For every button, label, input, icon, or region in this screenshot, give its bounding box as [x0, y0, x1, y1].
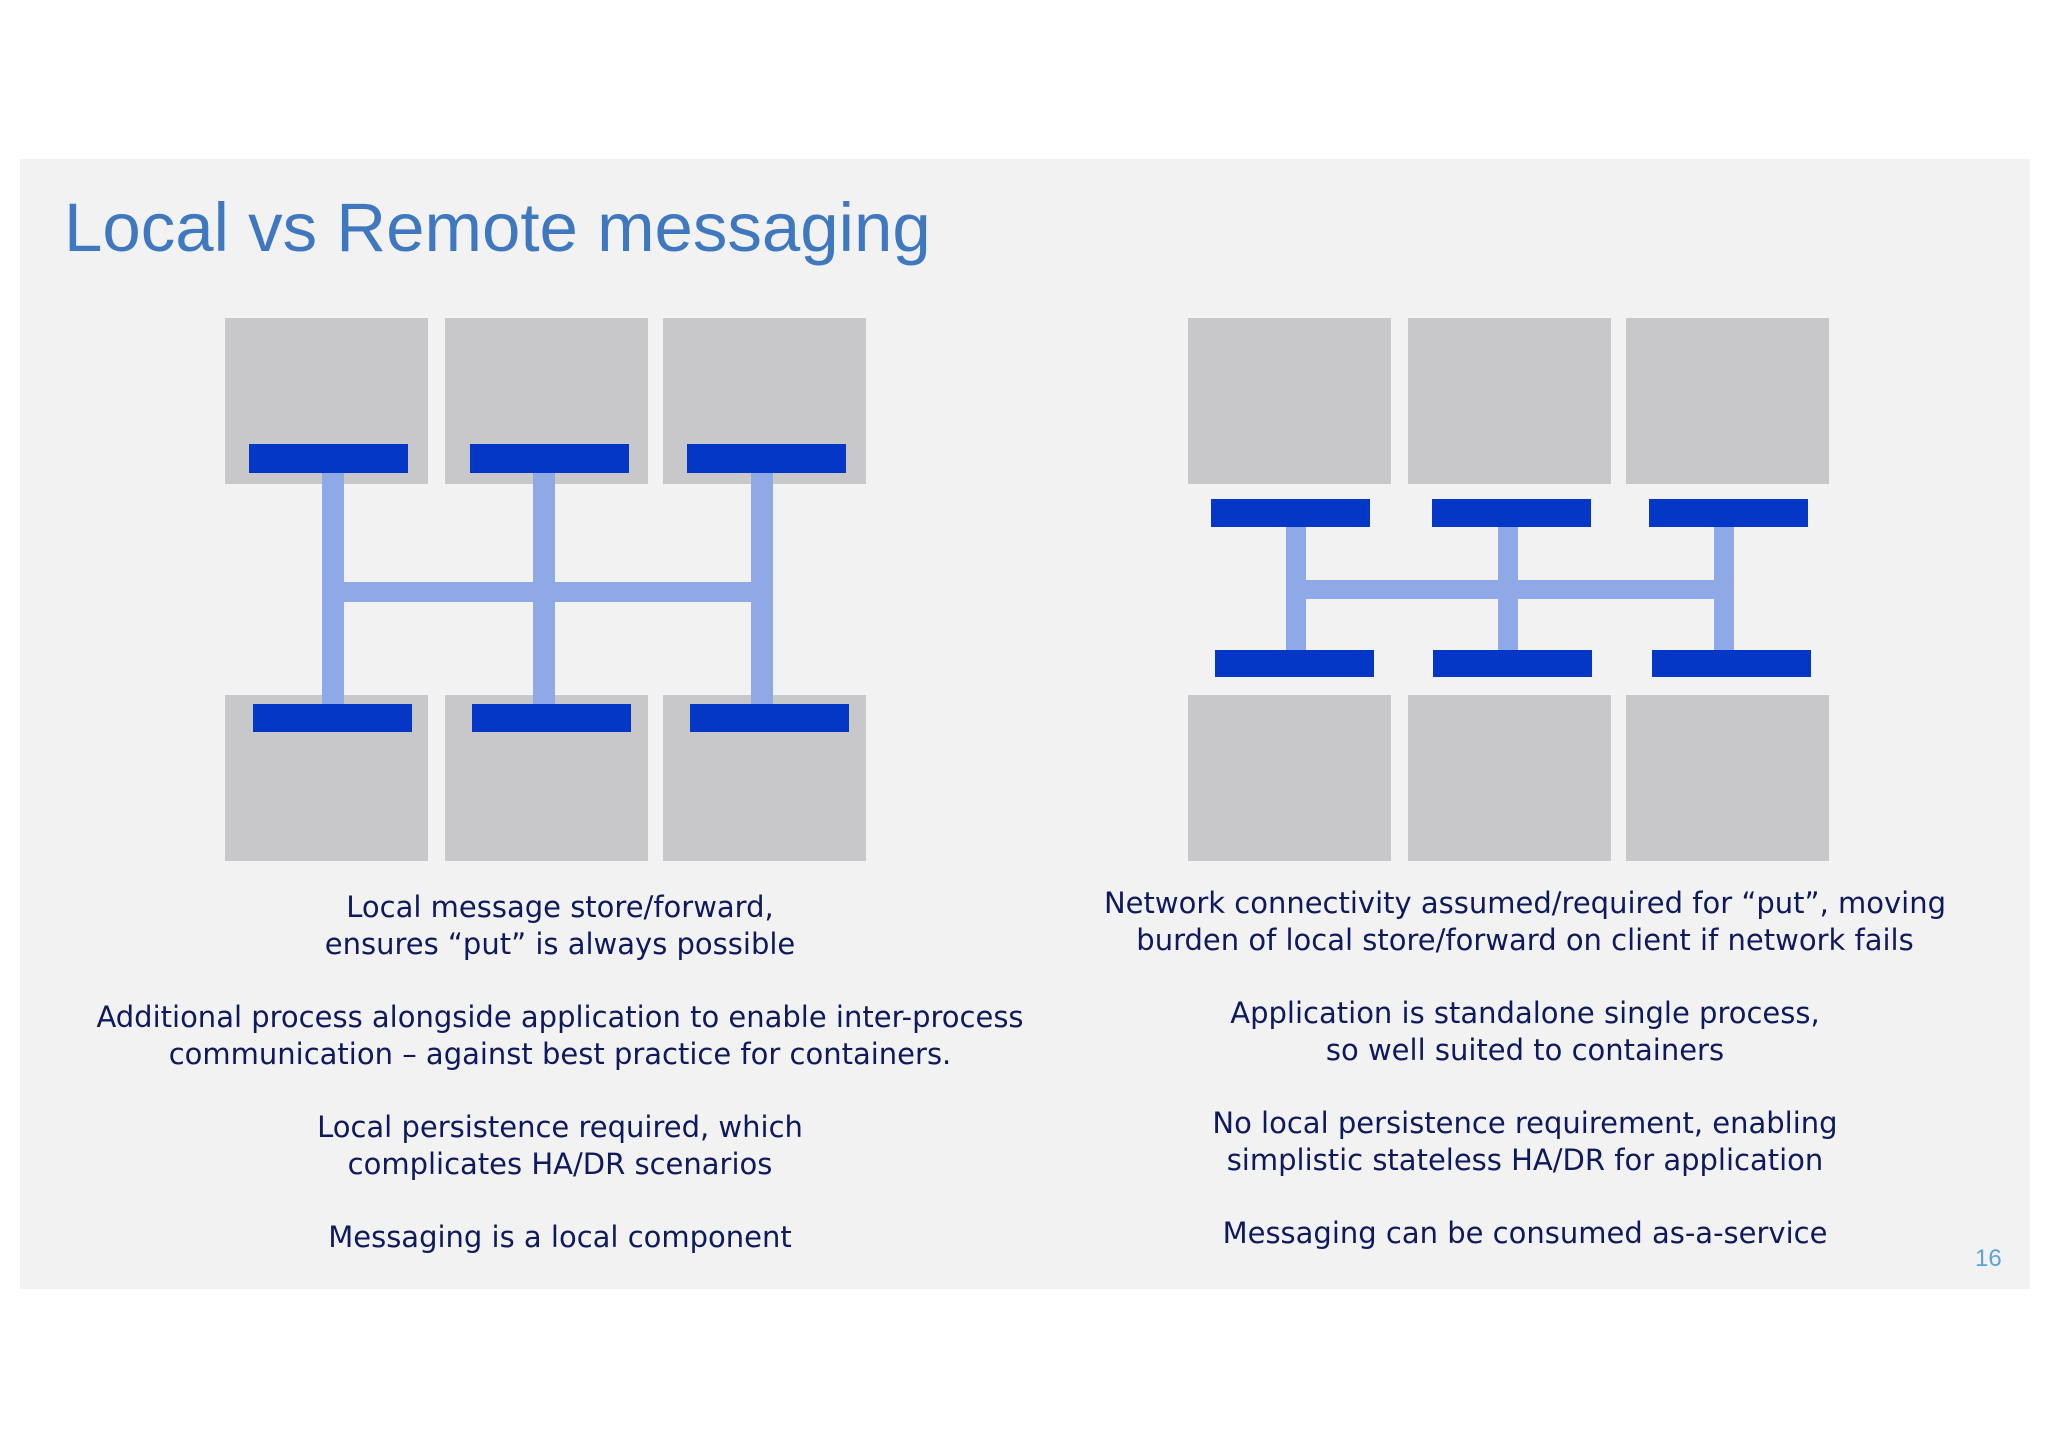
remote-description-2: Application is standalone single process… [1230, 996, 1820, 1067]
diagrams [225, 318, 1829, 861]
local-description-1: Local message store/forward, ensures “pu… [324, 890, 796, 961]
local-description-column: Local message store/forward, ensures “pu… [70, 889, 1050, 1292]
local-queue-top-1 [249, 444, 408, 473]
remote-queue-top-2 [1432, 499, 1591, 527]
remote-queue-bottom-3 [1652, 650, 1811, 677]
local-description-3: Local persistence required, which compli… [317, 1110, 803, 1181]
remote-bottom-box-1 [1188, 695, 1391, 861]
local-connector-horizontal [322, 582, 773, 602]
remote-description-4: Messaging can be consumed as-a-service [1222, 1216, 1828, 1250]
remote-top-box-3 [1626, 318, 1829, 484]
page-number: 16 [1975, 1245, 2002, 1272]
local-queue-bottom-2 [472, 704, 631, 732]
local-queue-bottom-1 [253, 704, 412, 732]
local-diagram [225, 318, 866, 861]
local-queue-top-3 [687, 444, 846, 473]
remote-bottom-box-2 [1408, 695, 1611, 861]
remote-description-3: No local persistence requirement, enabli… [1212, 1106, 1838, 1177]
slide: Local vs Remote messaging [20, 159, 2030, 1289]
remote-top-box-2 [1408, 318, 1611, 484]
remote-top-box-1 [1188, 318, 1391, 484]
local-queue-top-2 [470, 444, 629, 473]
remote-queue-bottom-1 [1215, 650, 1374, 677]
remote-queue-top-3 [1649, 499, 1808, 527]
remote-diagram [1188, 318, 1829, 861]
slide-title: Local vs Remote messaging [64, 189, 931, 266]
remote-connector-horizontal [1286, 580, 1734, 599]
local-queue-bottom-3 [690, 704, 849, 732]
local-description-4: Messaging is a local component [328, 1220, 792, 1254]
remote-queue-top-1 [1211, 499, 1370, 527]
remote-queue-bottom-2 [1433, 650, 1592, 677]
local-description-2: Additional process alongside application… [96, 1000, 1024, 1071]
remote-bottom-box-3 [1626, 695, 1829, 861]
remote-description-1: Network connectivity assumed/required fo… [1103, 886, 1947, 957]
remote-description-column: Network connectivity assumed/required fo… [1035, 885, 2015, 1288]
